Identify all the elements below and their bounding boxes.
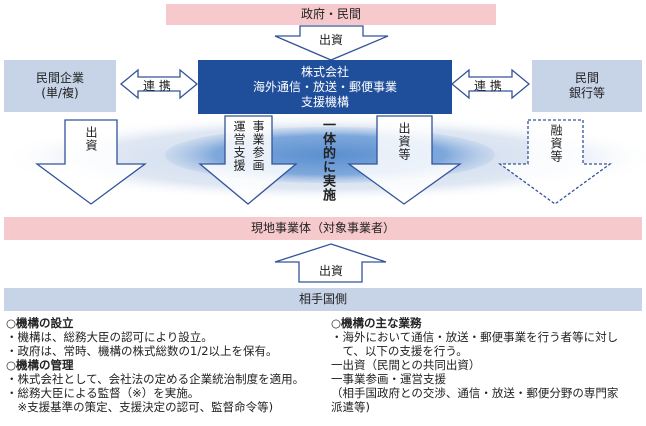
private-company-line1: 民間企業 <box>35 71 84 85</box>
main-business-line3: 一事業参画・運営支援 <box>331 372 446 386</box>
down-arrow-investment <box>35 119 147 205</box>
link-left-arrow <box>119 68 199 100</box>
establishment-heading: ○機構の設立 <box>6 316 74 330</box>
top-investment-arrow <box>274 25 389 61</box>
top-arrow-label: 出資 <box>319 33 344 47</box>
partner-country-label: 相手国側 <box>298 292 347 306</box>
private-bank-line2: 銀行等 <box>568 86 605 100</box>
government-private-label: 政府・民間 <box>300 7 361 21</box>
down-arrow-loan <box>498 119 612 205</box>
private-bank-line1: 民間 <box>574 71 599 85</box>
down-arrow-investment-etc <box>347 115 463 205</box>
bottom-arrow-label: 出資 <box>319 264 344 278</box>
establishment-line1: ・機構は、総務大臣の認可により設立。 <box>6 330 213 344</box>
support-organization-box: 株式会社 海外通信・放送・郵便事業 支援機構 <box>198 60 452 114</box>
management-line2: ・総務大臣による監督（※）を実施。 <box>6 386 200 400</box>
management-line1: ・株式会社として、会社法の定める企業統治制度を適用。 <box>6 372 305 386</box>
main-business-line1a: ・海外において通信・放送・郵便事業を行う者等に対し <box>331 330 619 344</box>
establishment-line2: ・政府は、常時、機構の株式総数の1/2以上を保有。 <box>6 344 278 358</box>
bottom-investment-arrow <box>274 243 387 283</box>
org-line2: 海外通信・放送・郵便事業 <box>252 79 397 94</box>
private-company-box: 民間企業 (単/複) <box>4 60 116 112</box>
government-private-bar: 政府・民間 <box>166 4 496 25</box>
down-arrow-investment-etc-label: 出資等 <box>397 122 411 161</box>
down-arrow-investment-label: 出資 <box>84 126 98 152</box>
main-business-heading: ○機構の主な業務 <box>331 316 422 330</box>
down-arrow-support <box>198 115 298 205</box>
local-entity-bar: 現地事業体（対象事業者） <box>4 217 642 240</box>
private-bank-box: 民間 銀行等 <box>532 60 642 112</box>
notes-left: ○機構の設立 ・機構は、総務大臣の認可により設立。 ・政府は、常時、機構の株式総… <box>6 316 304 414</box>
link-left-label: 連 携 <box>143 79 171 93</box>
notes-right: ○機構の主な業務 ・海外において通信・放送・郵便事業を行う者等に対し て、以下の… <box>331 316 618 414</box>
down-arrow-support-label-2: 事業参画 <box>251 120 265 172</box>
management-heading: ○機構の管理 <box>6 358 74 372</box>
joint-implementation-label: 一体的に実施 <box>320 118 335 202</box>
management-line3: ※支援基準の策定、支援決定の認可、監督命令等) <box>6 400 274 414</box>
link-right-label: 連 携 <box>474 79 502 93</box>
private-company-line2: (単/複) <box>41 86 79 100</box>
local-entity-label: 現地事業体（対象事業者） <box>250 221 395 235</box>
main-business-line2: 一出資（民間との共同出資） <box>331 358 481 372</box>
link-right-arrow <box>450 68 531 100</box>
partner-country-bar: 相手国側 <box>4 288 642 311</box>
org-line3: 支援機構 <box>300 94 349 109</box>
main-business-line1b: て、以下の支援を行う。 <box>331 344 468 358</box>
org-line1: 株式会社 <box>300 64 349 79</box>
main-business-line4a: （相手国政府との交渉、通信・放送・郵便分野の専門家 <box>331 386 619 400</box>
main-business-line4b: 派遣等) <box>331 400 370 414</box>
down-arrow-support-label-1: 運営支援 <box>232 120 246 172</box>
down-arrow-loan-label: 融資等 <box>549 124 563 163</box>
